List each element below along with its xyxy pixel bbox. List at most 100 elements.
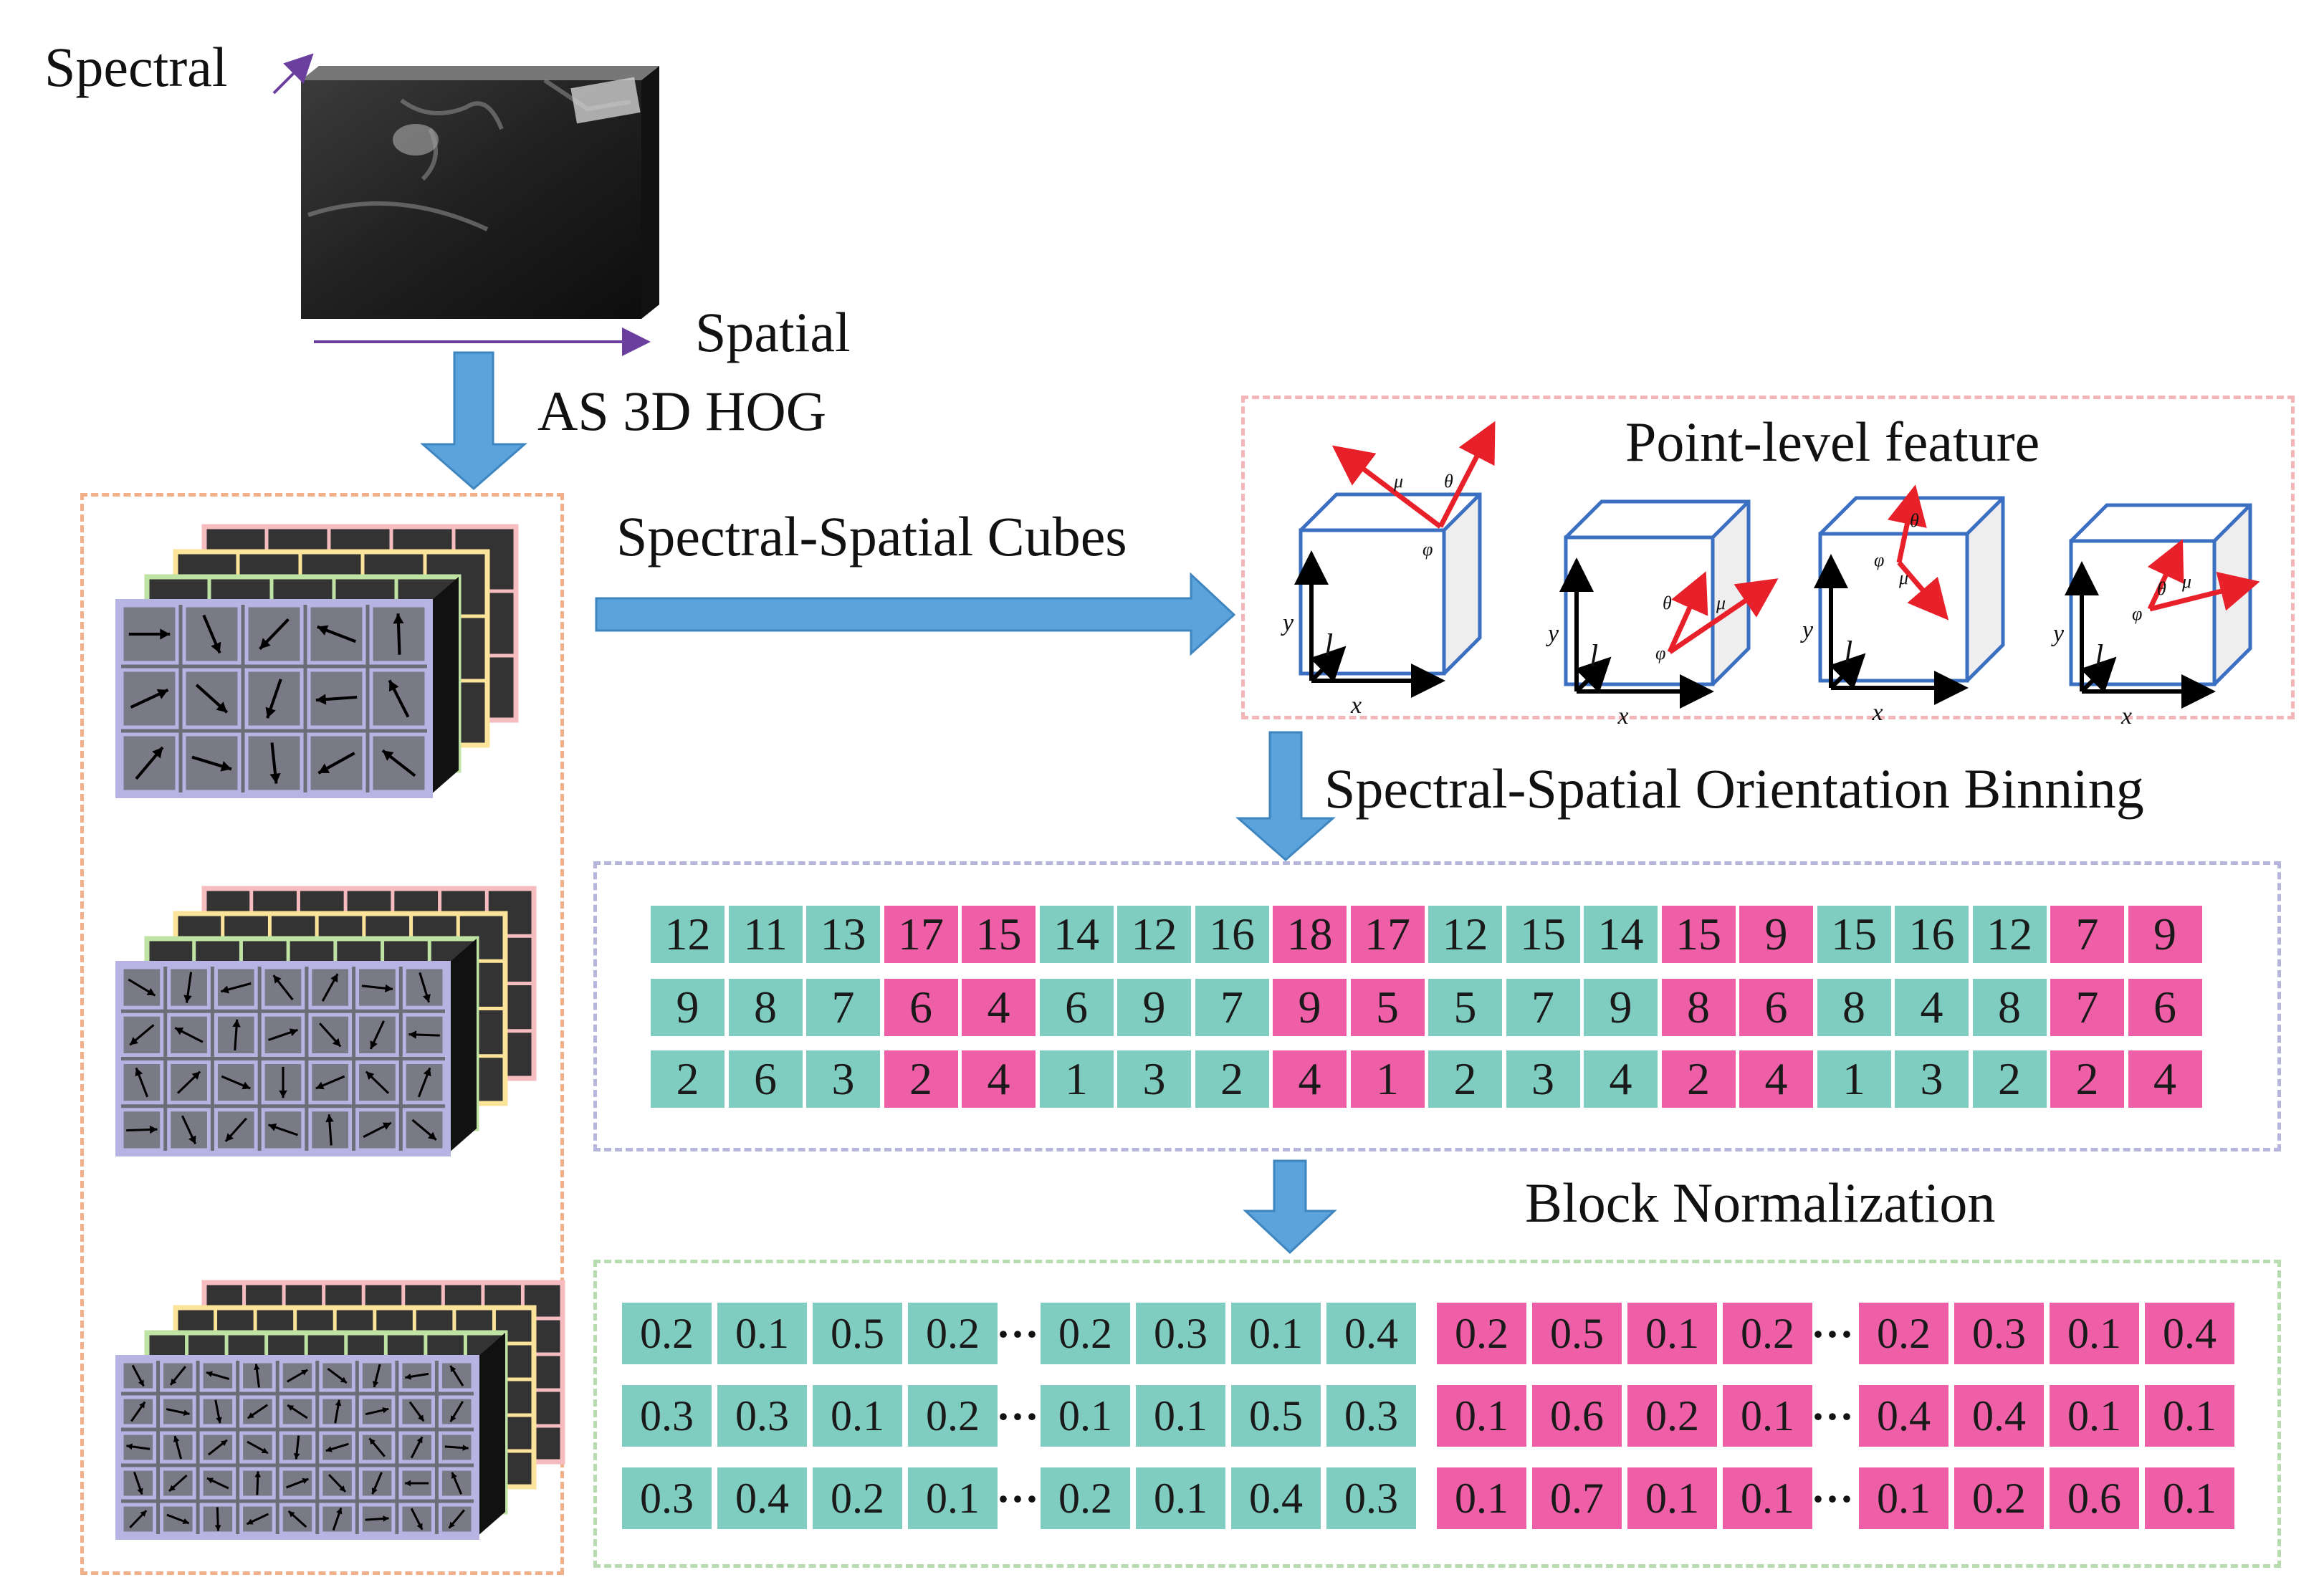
binning-cell: 2 [1428,1050,1502,1108]
cube-stack-panel [80,493,564,1575]
spectral-label: Spectral [44,36,228,98]
gradient-arrowhead [183,1409,190,1417]
ellipsis: ··· [1811,1311,1855,1358]
image-blob [393,124,439,155]
norm-cell: 0.2 [1954,1467,2044,1529]
binning-cell: 17 [1350,906,1425,963]
norm-cell: 0.1 [1723,1467,1812,1529]
binning-cell: 4 [1895,979,1969,1036]
l-axis-label: l [1844,635,1852,670]
gradient-arrowhead [428,1131,436,1140]
gradient-arrowhead [149,1125,158,1134]
gradient-arrowhead [220,761,231,772]
binning-cell: 15 [1817,906,1891,963]
binning-cell: 5 [1350,979,1425,1036]
gradient-arrowhead [451,1472,457,1479]
cube-face [1967,498,2003,681]
gradient-arrowhead [416,1437,423,1444]
gradient-arrowhead [279,1090,287,1098]
front-cell [319,1359,355,1392]
binning-cell: 13 [806,906,880,963]
gradient-arrowhead [370,1040,378,1050]
mu-label: μ [1898,567,1908,588]
norm-cell: 0.3 [717,1385,807,1447]
cube-front [2069,539,2217,686]
gradient-arrowhead [336,1508,343,1515]
gradient-arrowhead [340,1376,347,1383]
front-cell [182,668,242,729]
theta-label: θ [1663,593,1672,613]
phi-label: φ [1422,539,1433,560]
binning-cell: 12 [651,906,725,963]
gradient-arrowhead [405,1480,411,1487]
binning-cell: 17 [884,906,958,963]
gradient-arrowhead [140,1510,147,1517]
gradient-arrowhead [170,1378,177,1385]
gradient-arrowhead [211,641,221,653]
gradient-arrowhead [126,1443,133,1450]
y-axis-label: y [1281,610,1294,636]
binning-cell: 14 [1584,906,1658,963]
gradient-arrowhead [462,1445,469,1451]
gradient-arrowhead [265,707,276,719]
y-axis-label: y [1800,617,1814,643]
down-arrow-norm [1243,1159,1337,1255]
gradient-arrowhead [191,1071,201,1080]
x-axis-label: x [2120,703,2132,729]
gradient-arrowhead [450,1415,456,1422]
binning-cell: 15 [1506,906,1580,963]
cube-stack [115,886,537,1156]
gradient-arrowhead [315,1081,325,1090]
gradient-arrowhead [261,1447,268,1453]
front-cell [120,1467,157,1500]
binning-cell: 2 [2050,1050,2124,1108]
gradient-arrowhead [418,1414,424,1422]
norm-cell: 0.1 [2050,1385,2139,1447]
front-cell [402,1060,446,1105]
front-cell [319,1395,355,1428]
gradient-arrowhead [369,1438,376,1445]
binning-cell: 9 [1117,979,1191,1036]
feature-vector [2149,572,2260,612]
norm-cell: 0.5 [813,1303,902,1364]
gradient-arrowhead [137,1488,143,1495]
binning-cell: 2 [1972,1050,2047,1108]
phi-label: φ [1874,550,1884,570]
feature-vector [1887,484,1927,563]
ellipsis: ··· [1811,1393,1855,1440]
gradient-arrowhead [247,1412,254,1419]
cube-stack [115,1280,565,1540]
norm-cell: 0.2 [1627,1385,1717,1447]
norm-cell: 0.1 [1136,1385,1225,1447]
binning-cell: 18 [1273,906,1347,963]
binning-cell: 8 [1817,979,1891,1036]
gradient-arrowhead [232,1019,241,1028]
ellipsis: ··· [996,1475,1040,1523]
binning-cell: 2 [651,1050,725,1108]
gradient-arrowhead [389,680,399,692]
l-axis-label: l [1324,628,1333,663]
gradient-arrowhead [254,1364,260,1371]
norm-cell: 0.2 [622,1303,712,1364]
gradient-arrowhead [293,1453,300,1460]
binning-cell: 7 [1506,979,1580,1036]
gradient-arrowhead [332,1038,341,1047]
norm-cell: 0.1 [1041,1385,1130,1447]
feature-vector [1331,445,1443,529]
cube-front [1299,528,1446,676]
binning-cell: 6 [728,1050,803,1108]
gradient-arrowhead [183,995,192,1003]
normalization-panel [593,1260,2281,1568]
feature-vector [1438,421,1496,528]
down-arrow-hog [420,351,527,490]
norm-cell: 0.1 [1231,1303,1321,1364]
binning-cell: 16 [1895,906,1969,963]
cube-edge [1443,493,1481,532]
gradient-arrowhead [146,988,156,996]
binning-cell: 7 [2050,906,2124,963]
